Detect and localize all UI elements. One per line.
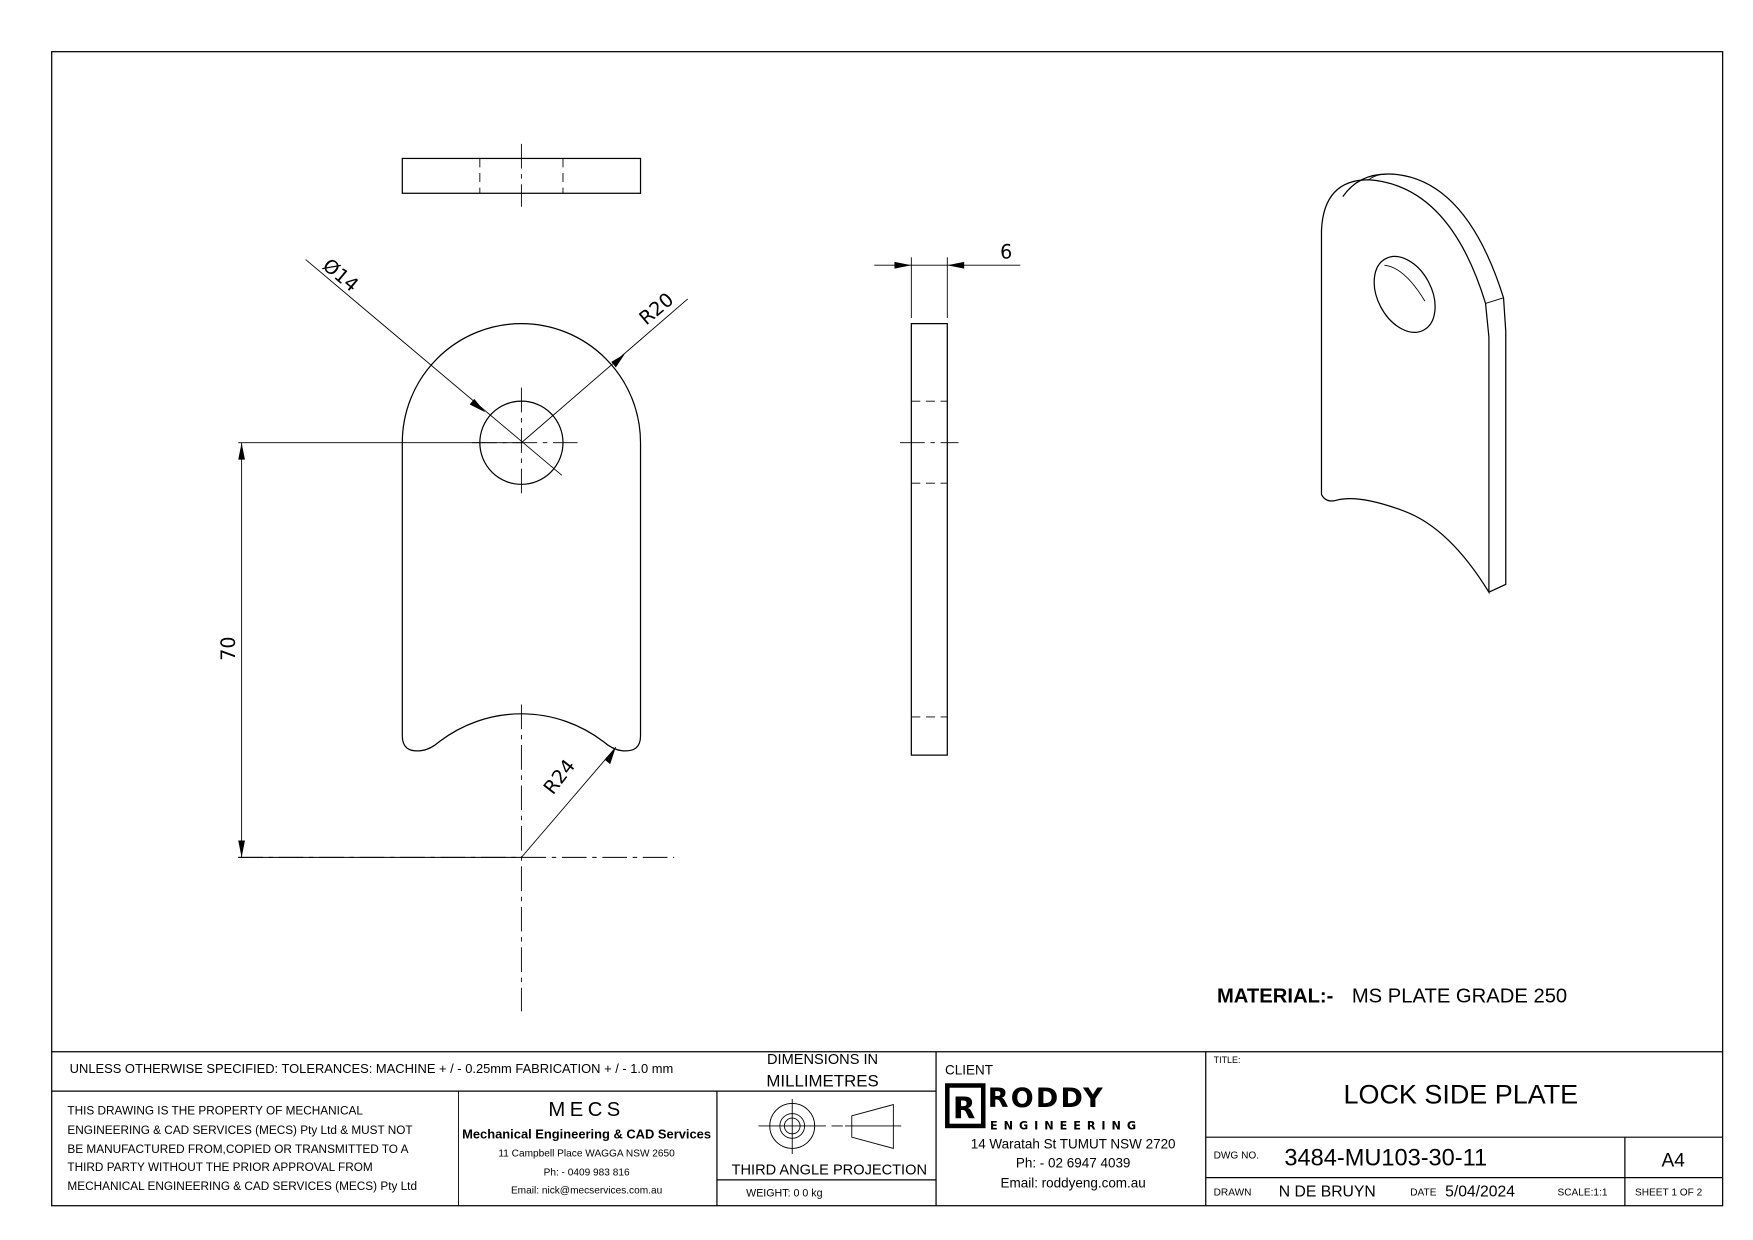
property-notice-line: BE MANUFACTURED FROM,COPIED OR TRANSMITT… [67, 1143, 408, 1156]
dim-top-radius: R20 [635, 288, 679, 330]
roddy-logo: R RODDY ENGINEERING [945, 1083, 1142, 1132]
units-line2: MILLIMETRES [766, 1072, 878, 1091]
drawn-label: DRAWN [1214, 1188, 1252, 1199]
dwg-no-label: DWG NO. [1214, 1151, 1260, 1162]
svg-text:R: R [953, 1091, 976, 1125]
client-logo-main: RODDY [988, 1083, 1105, 1114]
date-label: DATE [1410, 1188, 1436, 1199]
sheet-number: SHEET 1 OF 2 [1635, 1188, 1703, 1199]
property-notice-line: ENGINEERING & CAD SERVICES (MECS) Pty Lt… [67, 1124, 412, 1137]
projection-label: THIRD ANGLE PROJECTION [732, 1162, 927, 1178]
sheet-border [51, 51, 1724, 1207]
property-notice-line: THIRD PARTY WITHOUT THE PRIOR APPROVAL F… [67, 1161, 372, 1174]
company-phone: Ph: - 0409 983 816 [544, 1167, 630, 1178]
dim-bottom-radius: R24 [539, 755, 580, 799]
mecs-logo: MECS [548, 1099, 624, 1121]
units-line1: DIMENSIONS IN [767, 1052, 878, 1068]
dim-thickness: 6 [1000, 240, 1012, 263]
dim-hole-diameter: Ø14 [318, 254, 363, 297]
client-logo-sub: ENGINEERING [990, 1119, 1142, 1132]
weight: WEIGHT: 0 0 kg [746, 1188, 822, 1200]
title-label: TITLE: [1214, 1055, 1241, 1065]
material-label: MATERIAL:- [1217, 985, 1333, 1007]
top-view [401, 143, 642, 207]
dwg-no: 3484-MU103-30-11 [1284, 1144, 1487, 1170]
client-phone: Ph: - 02 6947 4039 [1016, 1156, 1131, 1171]
side-view: 6 [874, 240, 1021, 756]
company-email: Email: nick@mecservices.com.au [511, 1185, 662, 1196]
dim-height: 70 [217, 636, 240, 660]
date: 5/04/2024 [1445, 1184, 1515, 1201]
tolerances-note: UNLESS OTHERWISE SPECIFIED: TOLERANCES: … [70, 1061, 674, 1076]
company-address: 11 Campbell Place WAGGA NSW 2650 [498, 1148, 675, 1159]
title-block: UNLESS OTHERWISE SPECIFIED: TOLERANCES: … [51, 1051, 1723, 1206]
material-value: MS PLATE GRADE 250 [1352, 985, 1567, 1007]
third-angle-projection-symbol [758, 1098, 902, 1155]
client-email: Email: roddyeng.com.au [1001, 1176, 1146, 1191]
isometric-view [1320, 173, 1507, 595]
front-view: 70 Ø14 R20 R24 [217, 254, 689, 1012]
property-notice-line: THIS DRAWING IS THE PROPERTY OF MECHANIC… [67, 1105, 363, 1118]
scale: SCALE:1:1 [1557, 1188, 1607, 1199]
sheet-size: A4 [1662, 1150, 1686, 1171]
company-name: Mechanical Engineering & CAD Services [462, 1126, 711, 1141]
client-label: CLIENT [945, 1062, 993, 1077]
client-address: 14 Waratah St TUMUT NSW 2720 [971, 1136, 1176, 1151]
property-notice-line: MECHANICAL ENGINEERING & CAD SERVICES (M… [67, 1180, 417, 1193]
drawing-title: LOCK SIDE PLATE [1343, 1079, 1578, 1109]
drawn-by: N DE BRUYN [1279, 1184, 1376, 1201]
